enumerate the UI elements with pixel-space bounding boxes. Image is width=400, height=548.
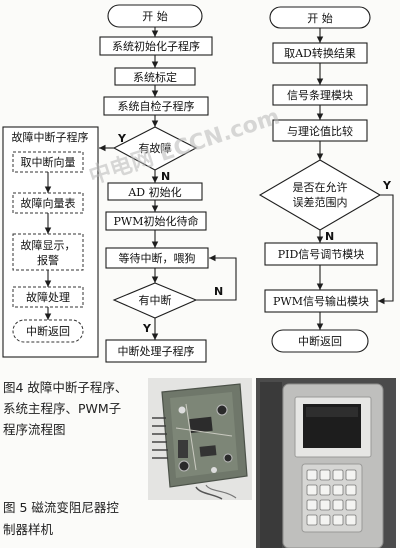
pid-label: PID信号调节模块 [278, 248, 365, 261]
self-test-label: 系统自检子程序 [118, 99, 195, 113]
pwm-start-terminal: 开 始 [269, 6, 371, 29]
tolerance-decision: 是否在允许 误差范围内 [258, 159, 382, 231]
wait-interrupt-step: 等待中断，喂狗 [105, 247, 209, 269]
pwm-return-terminal: 中断返回 [271, 329, 369, 353]
pwm-return-label: 中断返回 [298, 334, 342, 348]
signal-condition-label: 信号条理模块 [287, 88, 353, 102]
no-label: N [214, 285, 223, 298]
keypad-keys [306, 469, 357, 526]
connector-yes [378, 194, 394, 305]
no-label: N [325, 230, 334, 243]
fault-subroutine-title: 故障中断子程序 [12, 130, 89, 144]
fault-decision-label: 有故障 [139, 141, 172, 155]
pwm-subroutine-flowchart: 开 始 取AD转换结果 信号条理模块 与理论值比较 是否在允许 误差范围内 Y … [258, 6, 394, 353]
no-label: N [161, 170, 170, 183]
controller-board-photo [148, 378, 252, 500]
connector-no-loop [196, 254, 237, 301]
fault-return-terminal: 中断返回 [12, 319, 84, 343]
tolerance-decision-line2: 误差范围内 [293, 195, 348, 209]
fault-display-alarm-step: 故障显示， 报警 [12, 233, 84, 271]
self-test-step: 系统自检子程序 [103, 96, 209, 116]
system-calibrate-label: 系统标定 [133, 70, 177, 84]
signal-condition-step: 信号条理模块 [272, 84, 368, 106]
fault-subroutine-flowchart: 故障中断子程序 取中断向量 故障向量表 故障显示， 报警 故障处理 中断返回 [2, 126, 99, 358]
fault-handle-step: 故障处理 [12, 286, 84, 308]
fault-return-label: 中断返回 [26, 324, 70, 338]
read-ad-step: 取AD转换结果 [272, 42, 368, 64]
figure4-caption: 图4 故障中断子程序、 系统主程序、PWM子 程序流程图 [3, 380, 127, 437]
yes-label: Y [382, 179, 392, 192]
interrupt-decision: 有中断 [112, 282, 198, 319]
ad-init-step: AD 初始化 [107, 182, 203, 201]
isr-step: 中断处理子程序 [105, 339, 207, 363]
pwm-init-label: PWM初始化待命 [114, 214, 199, 228]
system-init-step: 系统初始化子程序 [99, 36, 213, 56]
fetch-vector-label: 取中断向量 [21, 155, 76, 169]
fault-vector-table-step: 故障向量表 [12, 192, 84, 214]
figure5-caption: 图 5 磁流变阻尼器控 制器样机 [3, 500, 119, 537]
fault-display-label-line1: 故障显示， [21, 238, 76, 252]
system-calibrate-step: 系统标定 [114, 67, 196, 86]
main-start-terminal: 开 始 [107, 4, 203, 28]
ad-init-label: AD 初始化 [127, 185, 181, 199]
figure4-caption-line: 程序流程图 [3, 422, 66, 437]
main-start-label: 开 始 [142, 9, 168, 23]
interrupt-decision-label: 有中断 [139, 293, 172, 307]
figure4-caption-line: 系统主程序、PWM子 [3, 401, 121, 416]
pwm-output-step: PWM信号输出模块 [264, 289, 378, 313]
wait-interrupt-label: 等待中断，喂狗 [119, 251, 196, 265]
yes-label: Y [117, 132, 127, 145]
fault-vector-table-label: 故障向量表 [21, 196, 76, 210]
controller-prototype-photo [256, 378, 396, 548]
figure5-caption-line: 图 5 磁流变阻尼器控 [3, 500, 119, 515]
tolerance-decision-line1: 是否在允许 [293, 180, 348, 194]
isr-label: 中断处理子程序 [118, 344, 195, 358]
compare-step: 与理论值比较 [272, 119, 368, 142]
compare-label: 与理论值比较 [287, 124, 353, 138]
yes-label: Y [142, 322, 152, 335]
figure4-caption-line: 图4 故障中断子程序、 [3, 380, 127, 395]
read-ad-label: 取AD转换结果 [284, 46, 356, 60]
pid-step: PID信号调节模块 [264, 242, 378, 266]
pwm-init-step: PWM初始化待命 [105, 211, 207, 231]
figure5-caption-line: 制器样机 [3, 522, 54, 537]
system-init-label: 系统初始化子程序 [112, 39, 200, 53]
fetch-vector-step: 取中断向量 [12, 151, 84, 173]
pwm-start-label: 开 始 [307, 11, 333, 25]
main-program-flowchart: 开 始 系统初始化子程序 系统标定 系统自检子程序 有故障 Y N AD 初始化 [99, 4, 237, 363]
fault-handle-label: 故障处理 [26, 290, 70, 304]
fault-display-label-line2: 报警 [37, 253, 59, 267]
pwm-output-label: PWM信号输出模块 [273, 294, 369, 308]
